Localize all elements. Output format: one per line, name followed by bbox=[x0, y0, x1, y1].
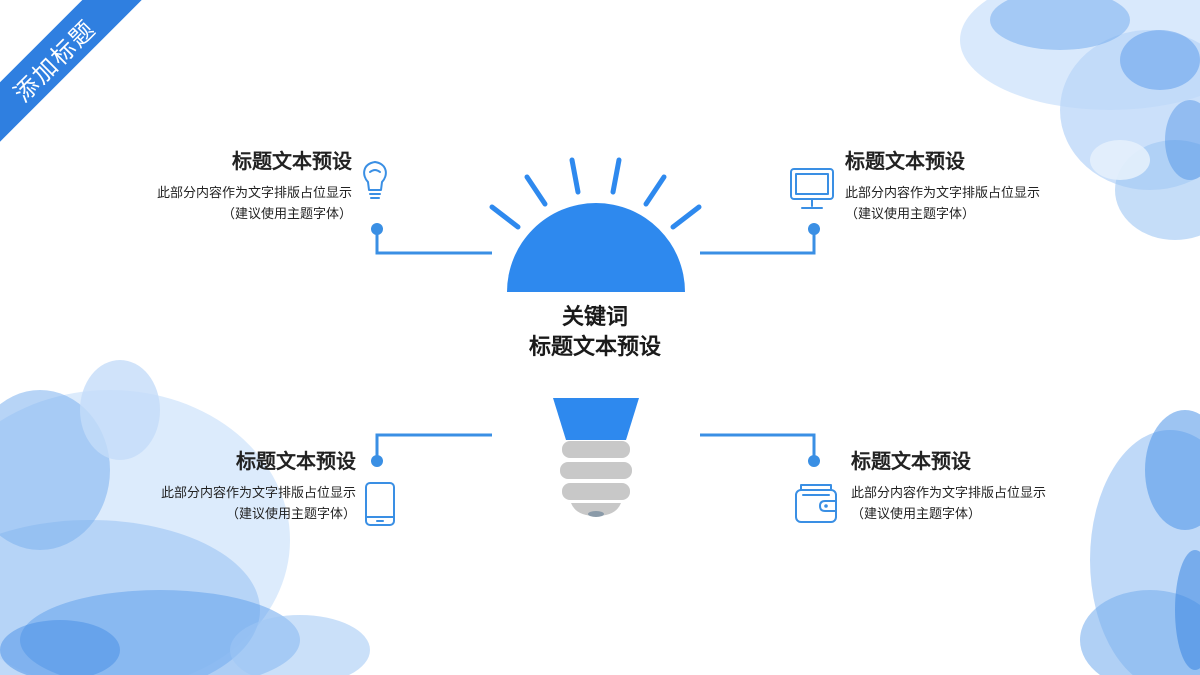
connector-bottom-left bbox=[371, 433, 492, 467]
bulb-rays bbox=[489, 157, 702, 230]
item-description: 此部分内容作为文字排版占位显示 （建议使用主题字体） bbox=[156, 186, 352, 222]
item-bottom-left: 标题文本预设 此部分内容作为文字排版占位显示 （建议使用主题字体） bbox=[56, 448, 356, 525]
watercolor-top-right bbox=[960, 0, 1200, 240]
item-title: 标题文本预设 bbox=[236, 449, 356, 473]
item-description: 此部分内容作为文字排版占位显示 （建议使用主题字体） bbox=[851, 486, 1047, 522]
connector-bottom-right bbox=[700, 433, 820, 467]
lightbulb-icon bbox=[363, 161, 387, 199]
item-description: 此部分内容作为文字排版占位显示 （建议使用主题字体） bbox=[845, 186, 1041, 222]
watercolor-bottom-right bbox=[1080, 410, 1200, 675]
item-description: 此部分内容作为文字排版占位显示 （建议使用主题字体） bbox=[160, 486, 356, 522]
connector-top-right bbox=[700, 223, 820, 255]
item-top-right: 标题文本预设 此部分内容作为文字排版占位显示 （建议使用主题字体） bbox=[845, 148, 1145, 225]
item-bottom-right: 标题文本预设 此部分内容作为文字排版占位显示 （建议使用主题字体） bbox=[851, 448, 1151, 525]
center-keyword-line2: 标题文本预设 bbox=[528, 335, 661, 360]
item-top-left: 标题文本预设 此部分内容作为文字排版占位显示 （建议使用主题字体） bbox=[52, 148, 352, 225]
center-keyword-line1: 关键词 bbox=[561, 305, 628, 330]
bulb-dome bbox=[507, 203, 685, 292]
item-title: 标题文本预设 bbox=[851, 449, 971, 473]
item-title: 标题文本预设 bbox=[845, 149, 965, 173]
center-keyword: 关键词 标题文本预设 bbox=[495, 303, 695, 363]
watercolor-bottom-left bbox=[0, 360, 370, 675]
wallet-icon bbox=[795, 484, 837, 523]
connector-top-left bbox=[371, 223, 492, 255]
tablet-icon bbox=[365, 482, 395, 526]
bulb-neck bbox=[553, 398, 639, 440]
item-title: 标题文本预设 bbox=[232, 149, 352, 173]
bulb-base bbox=[560, 441, 632, 517]
monitor-icon bbox=[790, 168, 834, 209]
